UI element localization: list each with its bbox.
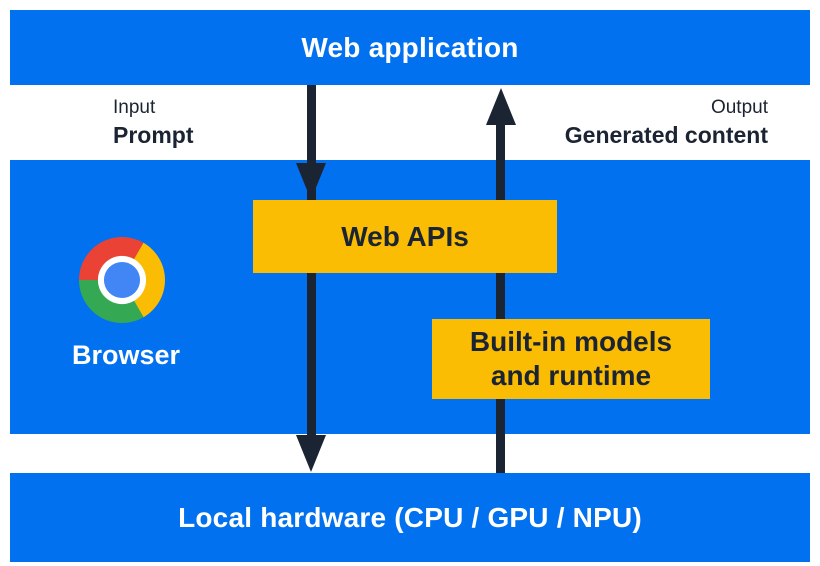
web-application-label: Web application: [301, 31, 519, 63]
up-arrowhead-into-web-application: [486, 88, 516, 125]
builtin-models-line1: Built-in models: [469, 326, 673, 357]
output-value: Generated content: [564, 121, 768, 148]
input-label-block: Input Prompt: [113, 97, 194, 149]
web-apis-box: Web APIs: [253, 200, 557, 273]
local-hardware-label: Local hardware (CPU / GPU / NPU): [178, 501, 642, 533]
web-application-bar: Web application: [10, 10, 810, 85]
web-apis-label: Web APIs: [341, 220, 469, 252]
down-arrowhead-into-web-apis: [296, 163, 326, 200]
browser-label: Browser: [72, 340, 181, 370]
chrome-icon: [79, 237, 165, 323]
output-title: Output: [710, 97, 768, 118]
down-arrowhead-into-hardware: [296, 435, 326, 472]
local-hardware-bar: Local hardware (CPU / GPU / NPU): [10, 473, 810, 562]
input-value: Prompt: [113, 121, 194, 148]
input-title: Input: [113, 97, 156, 118]
output-label-block: Output Generated content: [565, 97, 768, 149]
chrome-icon-blue-center: [103, 261, 141, 299]
builtin-models-line2: and runtime: [490, 360, 652, 391]
up-arrow-line: [496, 122, 505, 473]
builtin-models-box: Built-in models and runtime: [432, 319, 710, 399]
